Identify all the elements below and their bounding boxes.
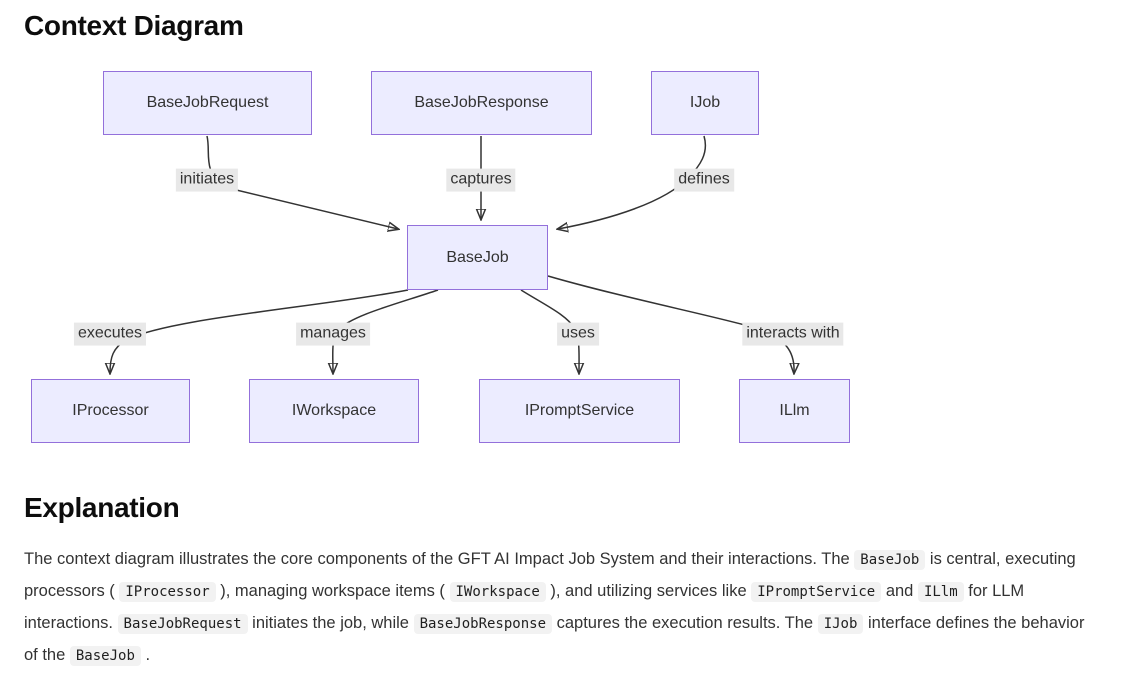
text-run: ), and utilizing services like (545, 582, 752, 600)
node-ipromptservice: IPromptService (479, 379, 680, 443)
node-basejobresponse: BaseJobResponse (371, 71, 592, 135)
node-label: BaseJobRequest (146, 94, 269, 111)
edge-label-initiates: initiates (175, 168, 239, 192)
inline-code: BaseJob (69, 646, 141, 666)
text-run: interface defines the behavior of the (24, 614, 1085, 664)
text-run: ), managing workspace items ( (215, 582, 450, 600)
node-ijob: IJob (651, 71, 759, 135)
inline-code: BaseJobRequest (117, 614, 248, 634)
edge-label-uses: uses (557, 322, 599, 346)
edge-interacts-with (547, 275, 794, 373)
text-run: initiates the job, while (247, 614, 414, 632)
edge-label-executes: executes (73, 322, 147, 346)
node-iworkspace: IWorkspace (249, 379, 419, 443)
inline-code: BaseJob (854, 550, 926, 570)
edge-label-defines: defines (674, 168, 734, 192)
inline-code: IWorkspace (449, 582, 546, 602)
inline-code: IJob (817, 614, 864, 634)
node-label: IPromptService (524, 402, 635, 419)
node-illm: ILlm (739, 379, 850, 443)
edge-executes (110, 289, 409, 373)
node-label: ILlm (779, 402, 810, 419)
node-basejob: BaseJob (407, 225, 548, 290)
explanation-heading: Explanation (24, 492, 180, 523)
edge-label-captures: captures (446, 168, 516, 192)
node-label: IJob (689, 94, 721, 111)
inline-code: BaseJobResponse (413, 614, 553, 634)
page-title: Context Diagram (24, 10, 244, 41)
node-label: IProcessor (72, 402, 149, 419)
inline-code: IPromptService (751, 582, 882, 602)
node-basejobrequest: BaseJobRequest (103, 71, 312, 135)
text-run: is central, executing processors ( (24, 550, 1076, 600)
inline-code: IProcessor (119, 582, 216, 602)
text-run: The context diagram illustrates the core… (24, 550, 855, 568)
text-run: . (140, 646, 151, 664)
node-label: IWorkspace (291, 402, 377, 419)
explanation-paragraph: The context diagram illustrates the core… (24, 544, 1102, 672)
text-run: and (881, 582, 918, 600)
node-iprocessor: IProcessor (31, 379, 190, 443)
context-diagram: BaseJobRequest BaseJobResponse IJob Base… (31, 71, 850, 443)
text-run: captures the execution results. The (552, 614, 818, 632)
edge-label-manages: manages (296, 322, 370, 346)
node-label: BaseJobResponse (414, 94, 549, 111)
edge-label-interacts-with: interacts with (742, 322, 844, 346)
node-label: BaseJob (446, 248, 509, 266)
text-run: for LLM interactions. (24, 582, 1025, 632)
inline-code: ILlm (917, 582, 964, 602)
